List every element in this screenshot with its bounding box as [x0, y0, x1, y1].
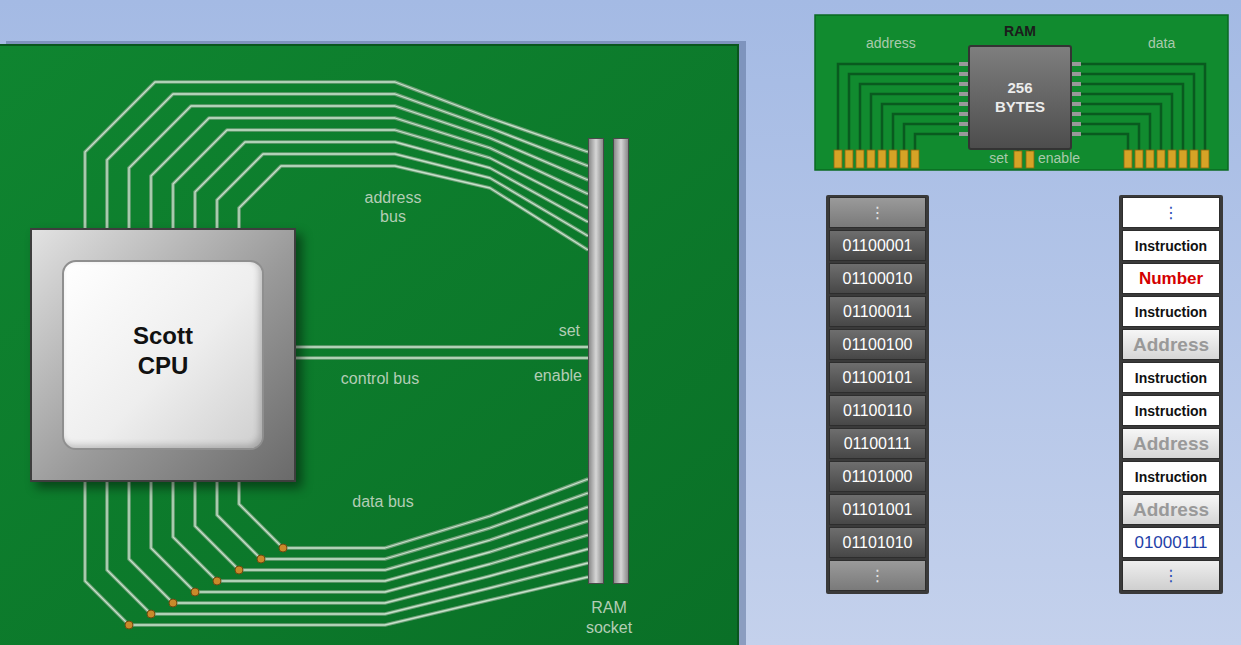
bus-line-edge [239, 479, 588, 548]
ram-chip: RAM256 BYTES [968, 45, 1072, 150]
bus-connector [85, 82, 588, 250]
bus-line [85, 482, 588, 625]
socket-bar [613, 138, 629, 584]
bus-line [173, 482, 588, 581]
address-column-frame [826, 195, 929, 594]
memory-content-cell: ⋮ [1122, 197, 1220, 228]
bus-line-edge [173, 130, 588, 228]
bus-line [217, 482, 588, 559]
memory-content-cell: ⋮ [1122, 560, 1220, 591]
memory-address-cell: 01101001 [829, 494, 926, 525]
bus-line [296, 357, 588, 358]
bus-line-edge [85, 482, 588, 625]
ram-board [815, 15, 1228, 170]
bus-line-edge [151, 482, 588, 592]
gold-contacts [834, 150, 1209, 168]
socket-bar [588, 138, 604, 584]
bus-line [151, 482, 588, 592]
bus-line [129, 482, 588, 603]
pin-name: enable [1038, 150, 1088, 167]
memory-address-cell: ⋮ [829, 197, 926, 228]
chip-label: RAM [968, 23, 1072, 39]
memory-address-cell: ⋮ [829, 560, 926, 591]
memory-content-cell: Number [1122, 263, 1220, 294]
memory-content-cell: Instruction [1122, 296, 1220, 327]
bus-line-edge [296, 356, 588, 360]
memory-content-cell: Address [1122, 329, 1220, 360]
bus-connector [296, 347, 588, 358]
memory-content-cell: 01000111 [1122, 527, 1220, 558]
socket-name: RAM socket [573, 598, 645, 638]
signal-name: enable [520, 366, 582, 385]
chip-capacity: 256 BYTES [985, 79, 1055, 117]
ram-socket: RAM socket [588, 138, 630, 584]
memory-address-cell: 01100111 [829, 428, 926, 459]
bus-line-edge [217, 482, 588, 559]
pin-name: set [970, 150, 1008, 167]
bus-connector [85, 479, 588, 625]
memory-content-cell: Instruction [1122, 395, 1220, 426]
bus-line [173, 130, 588, 228]
bus-line [239, 479, 588, 548]
memory-content-cell: Instruction [1122, 362, 1220, 393]
memory-address-cell: 01100001 [829, 230, 926, 261]
memory-address-cell: 01100100 [829, 329, 926, 360]
bus-line-edge [296, 345, 588, 349]
memory-content-cell: Instruction [1122, 230, 1220, 261]
memory-content-cell: Instruction [1122, 461, 1220, 492]
ram-module [815, 15, 1228, 170]
bus-line [107, 94, 588, 228]
bus-line-edge [107, 94, 588, 228]
memory-content-cell: Address [1122, 494, 1220, 525]
bus-name: address bus [353, 188, 433, 226]
pin-group-name: address [866, 35, 936, 52]
cpu-chip: Scott CPU [30, 228, 296, 482]
bus-line [195, 482, 588, 570]
chip-name: Scott CPU [118, 321, 208, 381]
data-column-frame [1119, 195, 1223, 594]
bus-line-edge [173, 482, 588, 581]
memory-address-cell: 01100101 [829, 362, 926, 393]
motherboard [0, 45, 738, 645]
bus-name: data bus [343, 492, 423, 511]
memory-address-cell: 01101000 [829, 461, 926, 492]
bus-name: control bus [340, 369, 420, 388]
bus-line-edge [129, 482, 588, 603]
memory-address-cell: 01100010 [829, 263, 926, 294]
bus-line [296, 346, 588, 347]
memory-address-cell: 01100011 [829, 296, 926, 327]
pin-group-name: data [1148, 35, 1198, 52]
memory-address-cell: 01100110 [829, 395, 926, 426]
memory-address-cell: 01101010 [829, 527, 926, 558]
memory-content-cell: Address [1122, 428, 1220, 459]
bus-line-edge [195, 482, 588, 570]
signal-name: set [530, 321, 580, 340]
